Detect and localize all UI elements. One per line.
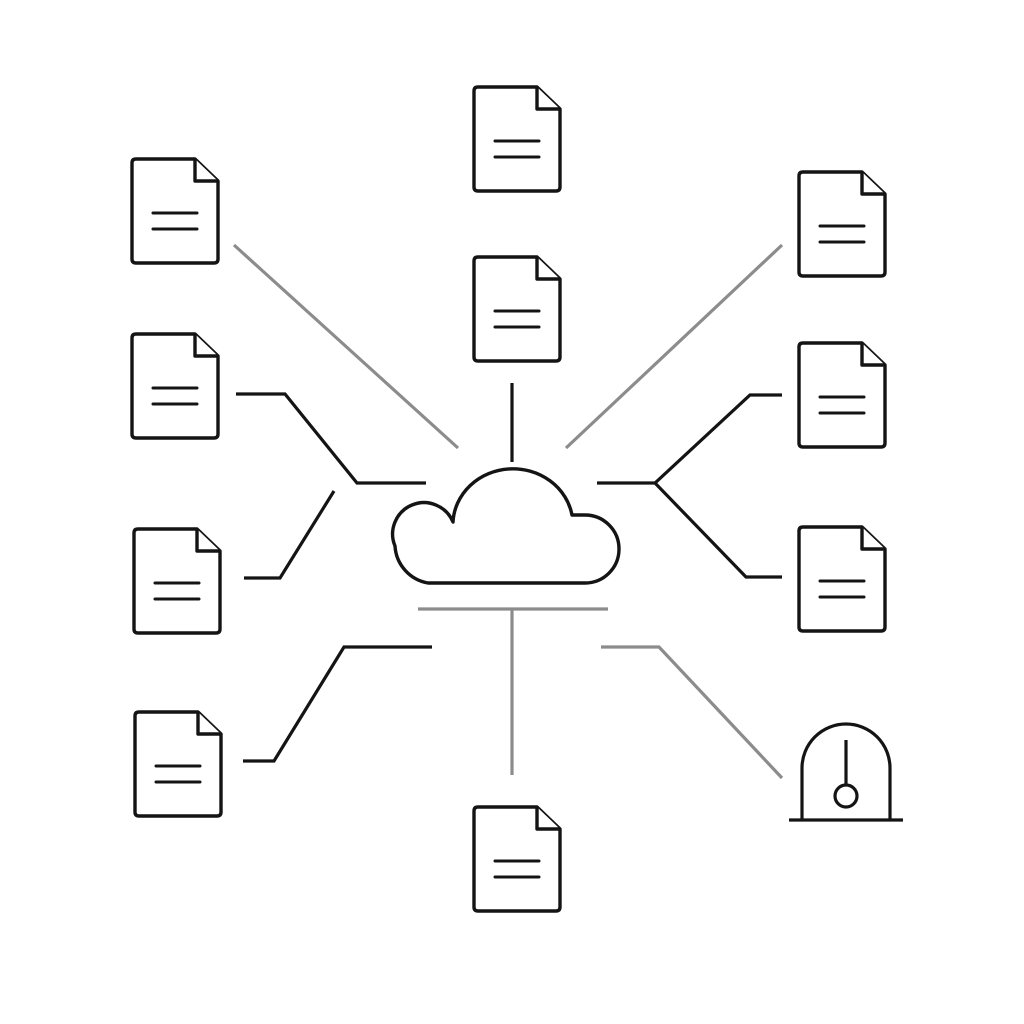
document-icon [130,332,220,440]
document-icon [472,255,562,363]
connector-doc-right-2 [597,393,782,485]
connector-doc-left-4 [243,645,432,763]
connector-doc-right-3 [653,481,782,579]
connector-doc-left-2 [236,392,426,485]
connector-doc-left-1 [232,243,460,450]
connector-doc-left-3 [244,490,336,580]
connectors [232,243,784,780]
document-icon [797,170,887,278]
document-icon [472,805,562,913]
connector-gauge [601,645,784,780]
connector-doc-right-1 [564,243,784,450]
document-icon [130,157,220,265]
document-icon [133,710,223,818]
document-icon [797,525,887,633]
document-icon [472,85,562,193]
document-icon [797,341,887,449]
gauge-icon [789,722,903,822]
document-icon [132,527,222,635]
cloud-icon [390,467,621,585]
